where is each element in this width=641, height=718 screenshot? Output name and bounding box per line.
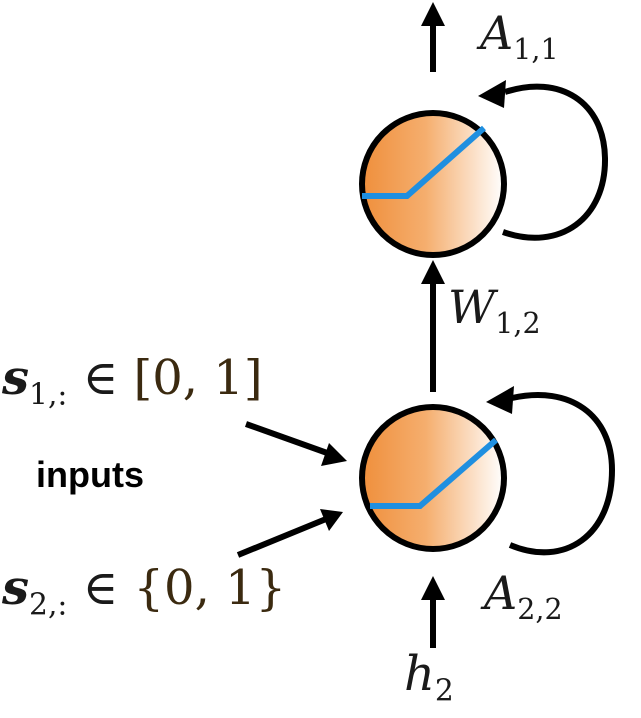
self-loop-a11-head (478, 80, 506, 108)
label-a22: A2,2 (484, 566, 563, 626)
s1-set: [0, 1] (133, 350, 263, 406)
s1-symbol: s (2, 350, 30, 406)
self-loop-a11 (502, 83, 609, 241)
h2-arrow-head (421, 576, 445, 600)
s2-element-of: ∈ (82, 560, 119, 616)
label-h2: h2 (404, 646, 454, 708)
input-arrow-s1 (244, 421, 332, 457)
a22-symbol: A (484, 566, 518, 620)
w12-symbol: W (448, 280, 496, 334)
input-arrow-s2-head (320, 509, 343, 531)
w12-arrow-head (421, 260, 445, 284)
s1-subscript: 1,: (29, 377, 68, 413)
neuron-1-relu-icon (362, 125, 486, 199)
label-a11: A1,1 (480, 6, 559, 66)
w12-subscript: 1,2 (495, 306, 541, 340)
a11-symbol: A (480, 6, 514, 60)
h2-subscript: 2 (434, 673, 454, 709)
label-s2: s2,: ∈ {0, 1} (2, 560, 286, 622)
s2-symbol: s (2, 560, 30, 616)
input-arrow-s2 (236, 516, 328, 558)
self-loop-a22-head (486, 386, 514, 414)
s2-subscript: 2,: (29, 587, 68, 623)
a22-subscript: 2,2 (517, 592, 563, 626)
label-s1: s1,: ∈ [0, 1] (2, 350, 263, 412)
neuron-1 (359, 110, 507, 258)
neuron-2-relu-icon (370, 437, 498, 509)
self-loop-a22 (508, 391, 616, 556)
input-arrow-s1-head (321, 443, 347, 466)
output-arrow-head (421, 2, 445, 26)
a11-subscript: 1,1 (513, 32, 559, 66)
h2-symbol: h (404, 646, 435, 702)
neuron-2 (359, 404, 507, 552)
inputs-label: inputs (36, 454, 144, 495)
label-w12: W1,2 (448, 280, 541, 340)
s1-element-of: ∈ (82, 350, 119, 406)
s2-set: {0, 1} (133, 560, 287, 616)
